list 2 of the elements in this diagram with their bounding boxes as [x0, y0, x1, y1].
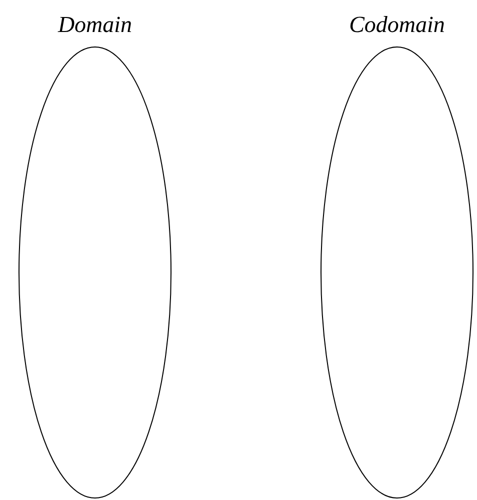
set-label: Domain — [56, 12, 134, 38]
set-label: Codomain — [348, 12, 446, 38]
